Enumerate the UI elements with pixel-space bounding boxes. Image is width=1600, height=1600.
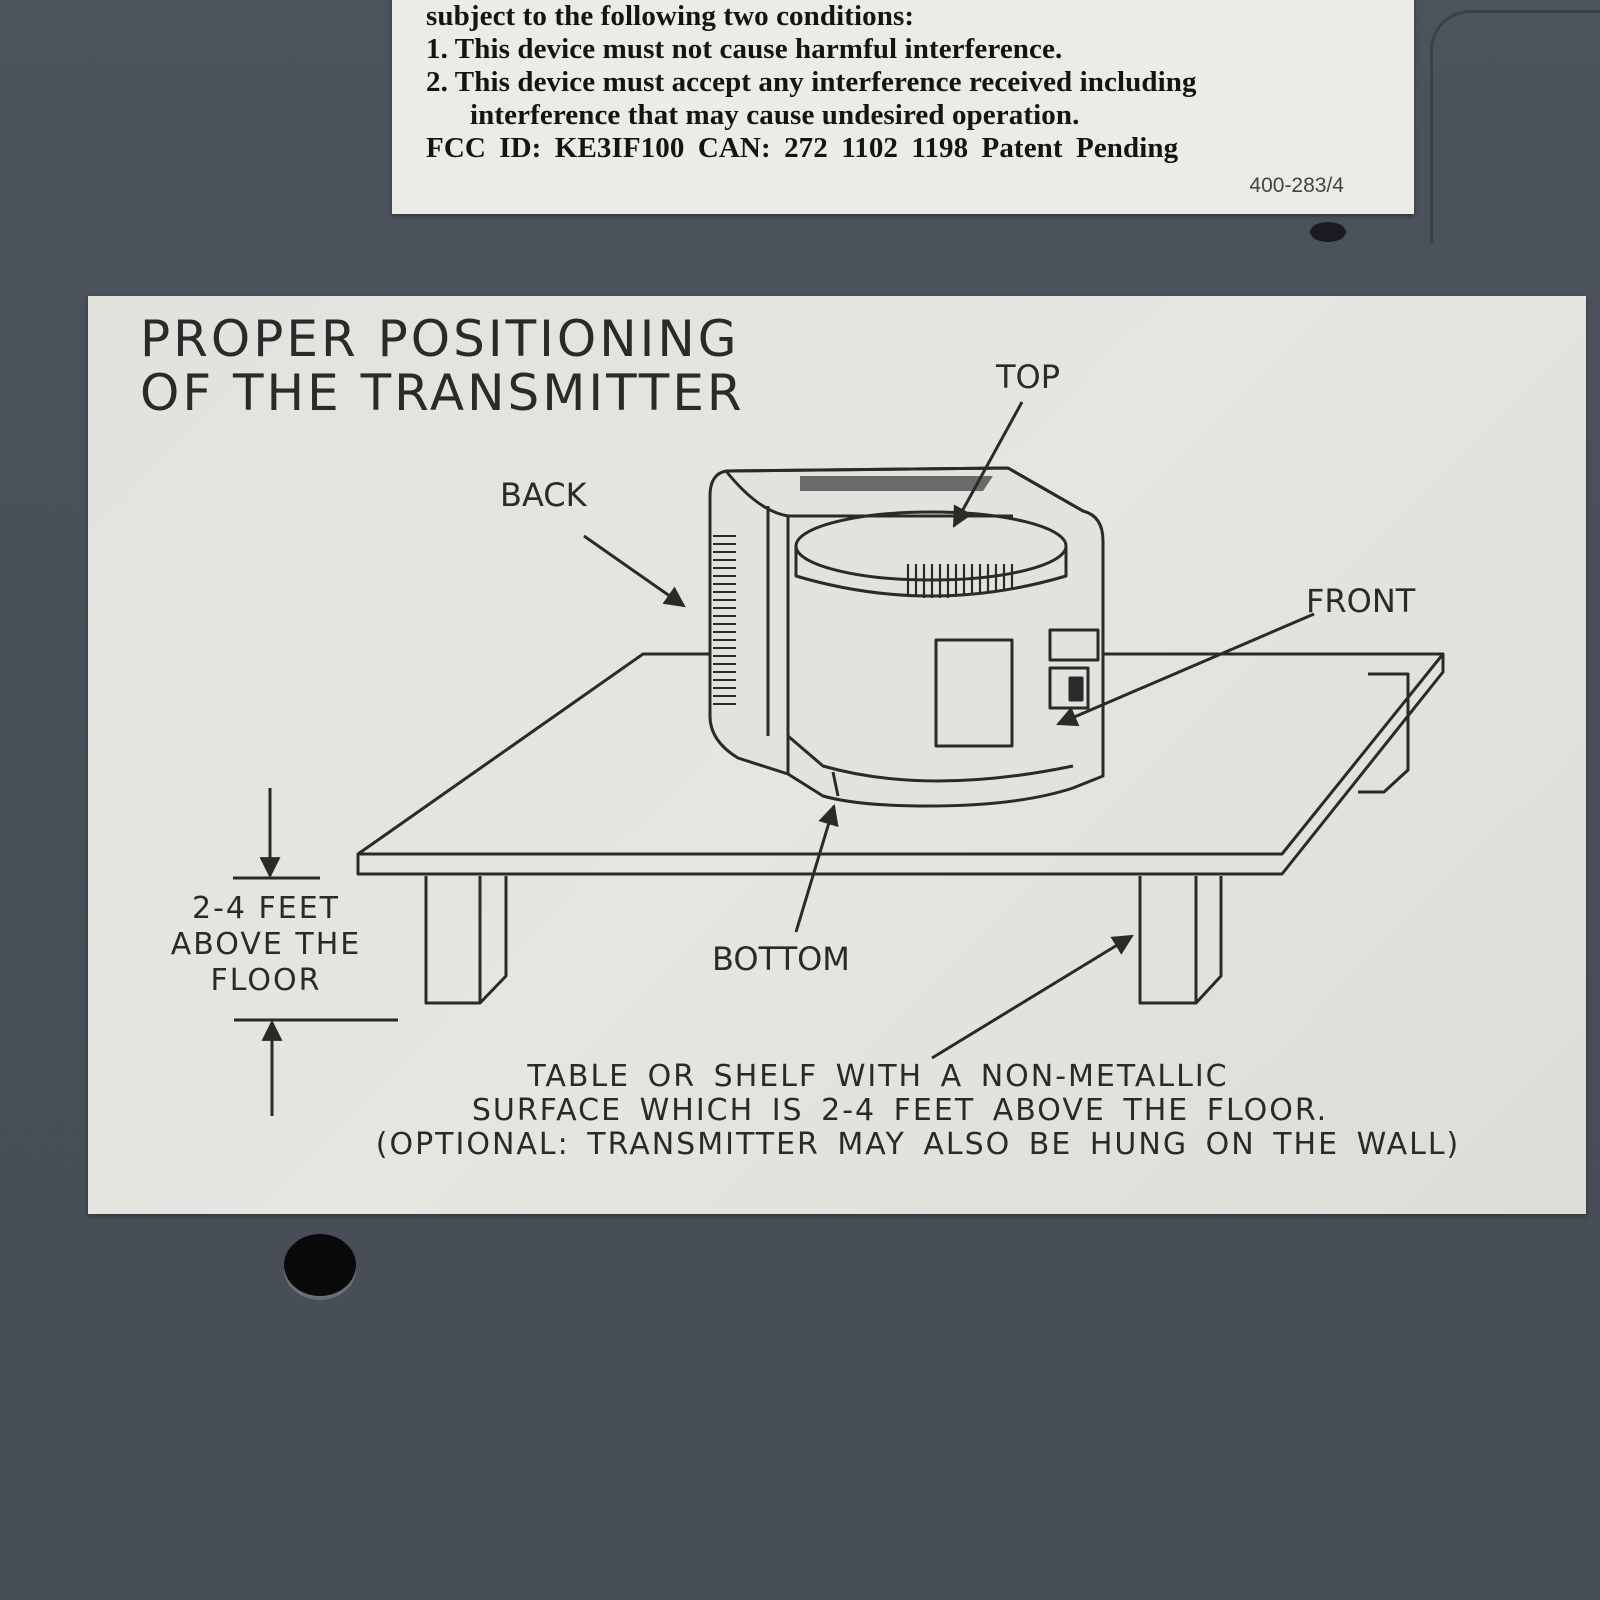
table-leg-left bbox=[424, 876, 508, 1005]
case-slot bbox=[1310, 222, 1346, 242]
fcc-text-line: 2. This device must accept any interfere… bbox=[426, 66, 1197, 98]
height-note-line: 2-4 FEET bbox=[192, 891, 340, 926]
front-window bbox=[934, 638, 1014, 748]
transmitter-diagram: PROPER POSITIONING OF THE TRANSMITTER bbox=[140, 310, 1461, 1162]
table-leg-back bbox=[1358, 672, 1410, 794]
fcc-id-line: FCC ID: KE3IF100 CAN: 272 1102 1198 Pate… bbox=[426, 132, 1179, 164]
label-bottom: BOTTOM bbox=[712, 940, 850, 978]
screw-hole bbox=[284, 1234, 356, 1296]
caption-line: SURFACE WHICH IS 2-4 FEET ABOVE THE FLOO… bbox=[472, 1093, 1328, 1128]
caption-line: TABLE OR SHELF WITH A NON-METALLIC bbox=[526, 1059, 1228, 1094]
label-back: BACK bbox=[500, 476, 588, 514]
label-top: TOP bbox=[995, 358, 1060, 396]
transmitter-body bbox=[708, 466, 1105, 808]
positioning-diagram-label: PROPER POSITIONING OF THE TRANSMITTER bbox=[88, 296, 1586, 1214]
label-front: FRONT bbox=[1306, 582, 1416, 620]
table-top bbox=[356, 652, 1445, 876]
part-number: 400-283/4 bbox=[1249, 174, 1344, 197]
case-notch bbox=[1430, 10, 1600, 243]
height-note-line: FLOOR bbox=[211, 963, 322, 998]
diagram-title-line2: OF THE TRANSMITTER bbox=[140, 364, 745, 422]
fcc-text-line: subject to the following two conditions: bbox=[426, 0, 915, 32]
caption-line: (OPTIONAL: TRANSMITTER MAY ALSO BE HUNG … bbox=[376, 1127, 1461, 1162]
fcc-text-line: 1. This device must not cause harmful in… bbox=[426, 33, 1063, 65]
table-leg-right bbox=[1138, 876, 1223, 1005]
fcc-text-line: interference that may cause undesired op… bbox=[470, 99, 1080, 131]
fcc-compliance-label: subject to the following two conditions:… bbox=[392, 0, 1414, 214]
diagram-title-line1: PROPER POSITIONING bbox=[140, 310, 740, 368]
height-note-line: ABOVE THE bbox=[171, 927, 362, 962]
